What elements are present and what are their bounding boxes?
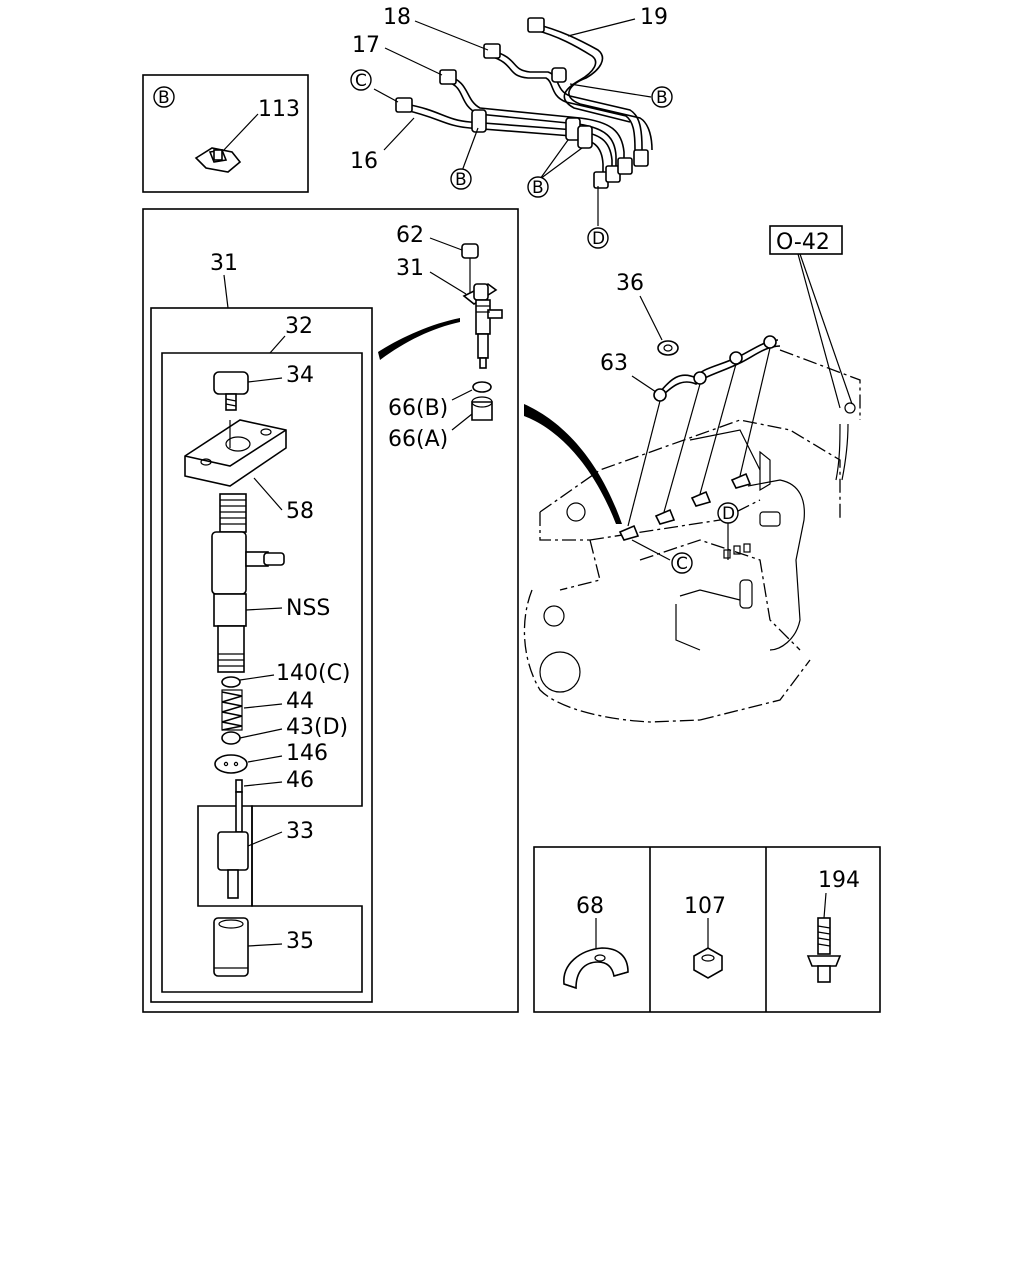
reference-box-o42: O-42 xyxy=(769,225,843,255)
callout-c-engine: C xyxy=(631,539,693,574)
label-146: 146 xyxy=(286,741,328,766)
label-194: 194 xyxy=(818,868,860,893)
washer-140 xyxy=(221,676,241,688)
pin-46 xyxy=(235,779,243,793)
injector-frame-31 xyxy=(150,307,373,1003)
injection-pipe-assembly xyxy=(395,17,653,189)
label-66b: 66(B) xyxy=(388,396,448,421)
spring-44 xyxy=(221,689,243,731)
label-nss: NSS xyxy=(286,596,330,621)
nozzle-33 xyxy=(217,791,249,899)
svg-text:B: B xyxy=(455,170,467,190)
clamp-plate-58 xyxy=(184,419,287,487)
svg-text:D: D xyxy=(722,504,735,524)
label-17: 17 xyxy=(352,33,380,58)
svg-text:B: B xyxy=(532,178,544,198)
callout-b-right: B xyxy=(651,86,673,108)
retaining-nut-35 xyxy=(213,917,249,977)
svg-text:D: D xyxy=(592,229,605,249)
pointer-curve-upper xyxy=(378,318,460,360)
label-34: 34 xyxy=(286,363,314,388)
leak-off-pipe-63 xyxy=(618,335,781,541)
label-68: 68 xyxy=(576,894,604,919)
svg-text:B: B xyxy=(158,88,170,108)
label-58: 58 xyxy=(286,499,314,524)
label-32: 32 xyxy=(285,314,313,339)
label-36: 36 xyxy=(616,271,644,296)
nozzle-frame xyxy=(197,805,253,907)
stud-194 xyxy=(806,917,842,983)
label-18: 18 xyxy=(383,5,411,30)
label-46: 46 xyxy=(286,768,314,793)
injector-body-nss xyxy=(211,493,285,673)
label-43d: 43(D) xyxy=(286,715,348,740)
callout-d-engine: D xyxy=(717,502,751,560)
spacer-146 xyxy=(214,754,248,774)
label-113: 113 xyxy=(258,97,300,122)
pointer-curve-lower xyxy=(524,404,622,524)
label-35: 35 xyxy=(286,929,314,954)
detail-b-box: B 113 xyxy=(142,74,309,193)
label-31-top: 31 xyxy=(210,251,238,276)
injector-frame-outer xyxy=(142,208,519,1013)
label-31-right: 31 xyxy=(396,256,424,281)
label-33: 33 xyxy=(286,819,314,844)
label-140c: 140(C) xyxy=(276,661,351,686)
callout-d-top: D xyxy=(587,227,609,249)
engine-block xyxy=(523,349,861,723)
label-107: 107 xyxy=(684,894,726,919)
callout-b-bottom-left: B xyxy=(450,168,472,190)
svg-text:B: B xyxy=(656,88,668,108)
clamp-113 xyxy=(194,147,242,173)
callout-c-top: C xyxy=(350,69,372,91)
callout-b-bottom-center: B xyxy=(527,176,549,198)
label-62: 62 xyxy=(396,223,424,248)
nut-107 xyxy=(693,947,723,979)
shim-43 xyxy=(221,731,241,745)
label-16: 16 xyxy=(350,149,378,174)
bolt-34 xyxy=(213,371,249,411)
svg-text:C: C xyxy=(676,554,688,574)
label-63: 63 xyxy=(600,351,628,376)
svg-text:O-42: O-42 xyxy=(776,230,830,255)
label-66a: 66(A) xyxy=(388,427,448,452)
label-44: 44 xyxy=(286,689,314,714)
eye-bolt-36 xyxy=(657,340,679,356)
label-19: 19 xyxy=(640,5,668,30)
svg-text:C: C xyxy=(355,71,367,91)
clamp-68 xyxy=(563,947,629,990)
injector-assembly-center xyxy=(461,243,503,421)
parts-table-bottom xyxy=(533,846,881,1013)
